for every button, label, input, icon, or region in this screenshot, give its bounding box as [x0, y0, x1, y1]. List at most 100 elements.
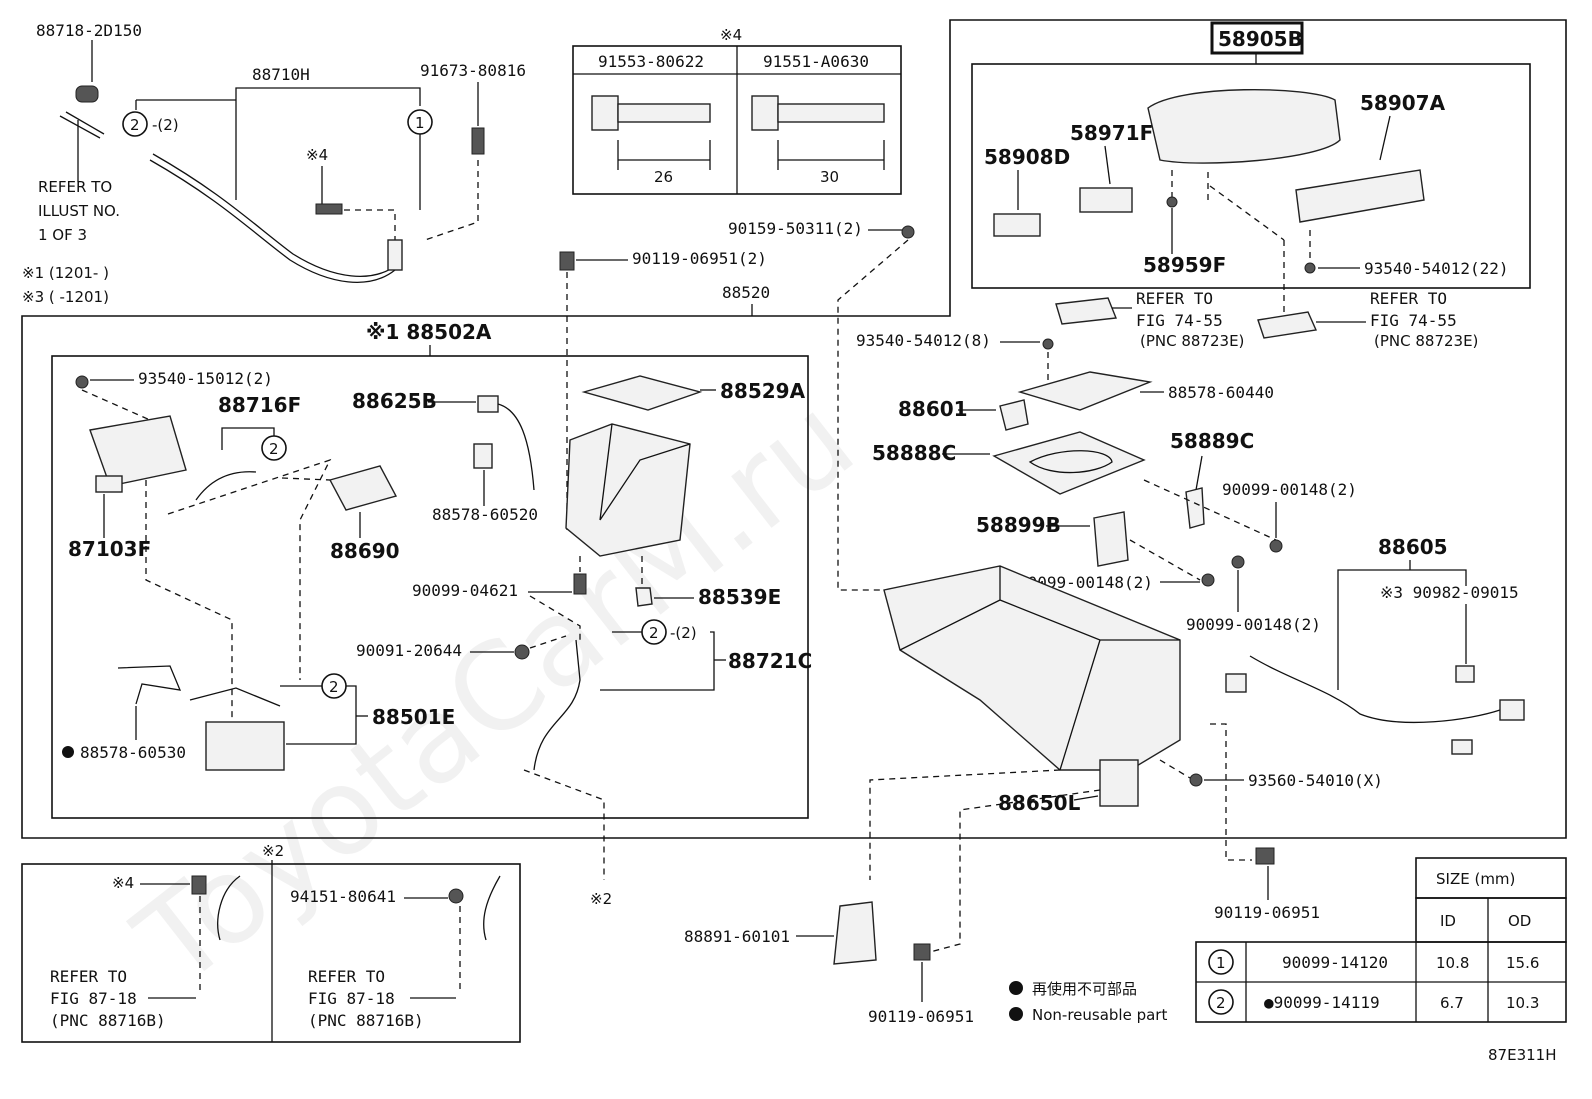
label-58908D: 58908D [984, 145, 1070, 169]
label-58899B: 58899B [976, 513, 1061, 537]
size-row1-id: 10.8 [1436, 954, 1469, 972]
label-58907A: 58907A [1360, 91, 1446, 115]
label-58888C: 58888C [872, 441, 956, 465]
harness-connector-2 [1499, 699, 1525, 721]
clip-88539E [635, 587, 653, 607]
screw-90099-00148-b [1201, 573, 1215, 587]
pad-right [1257, 311, 1318, 339]
size-table: SIZE (mm) ID OD 1 90099-14120 10.8 15.6 … [1195, 857, 1567, 1023]
label-88891-60101: 88891-60101 [684, 927, 790, 946]
ref1-line3: (PNC 88723E) [1140, 332, 1244, 350]
armrest-lid [1147, 88, 1341, 164]
screw-93560 [1189, 773, 1203, 787]
cushion-58959F [1166, 196, 1178, 208]
label-91673-80816: 91673-80816 [420, 61, 526, 80]
bolt-left-box [191, 875, 207, 895]
label-88501E: 88501E [372, 705, 455, 729]
callout-circle-2 [122, 111, 148, 137]
refer-left-1: REFER TO [50, 967, 127, 986]
88502A-group-box [51, 355, 809, 819]
screw-90099-04621 [573, 573, 587, 595]
cooler-box [565, 423, 691, 557]
bolt-2-head [751, 95, 779, 131]
bolt-small [315, 203, 343, 215]
ecu-connector [95, 475, 123, 493]
harness-connector-3 [1451, 739, 1473, 755]
legend-jp: 再使用不可部品 [1032, 980, 1137, 998]
armrest-group-box [971, 63, 1531, 289]
screw-90159 [901, 225, 915, 239]
label-90982-09015: ※3 90982-09015 [1380, 583, 1519, 602]
label-90159-50311: 90159-50311(2) [728, 219, 863, 238]
connector-bracket [387, 239, 403, 271]
screw-93540-15012 [75, 375, 89, 389]
label-88718-2D150: 88718-2D150 [36, 21, 142, 40]
non-reusable-dot-1 [62, 746, 74, 758]
bolt-2-part: 91551-A0630 [763, 52, 869, 71]
label-90119-06951-bottom: 90119-06951 [868, 1007, 974, 1026]
refer-text-3: 1 OF 3 [38, 226, 87, 244]
console-box-body [883, 565, 1181, 771]
connector-88578-60520 [473, 443, 493, 469]
bracket-88650L [1099, 759, 1139, 807]
fuse-88625B [477, 395, 499, 413]
refer-left-3: (PNC 88716B) [50, 1011, 166, 1030]
ref2-line1: REFER TO [1370, 289, 1447, 308]
note-4-a: ※4 [306, 146, 328, 164]
screw-90099-00148-a [1269, 539, 1283, 553]
label-88520: 88520 [722, 283, 770, 302]
lock-58971F [1079, 187, 1133, 213]
label-87103F: 87103F [68, 537, 151, 561]
ref2-line3: (PNC 88723E) [1374, 332, 1478, 350]
screw-90099-00148-c [1231, 555, 1245, 569]
bolt-90119-bottom [913, 943, 931, 961]
callout-2-d: 2 [329, 678, 339, 696]
label-90099-00148-c: 90099-00148(2) [1186, 615, 1321, 634]
armrest-hinge [1295, 169, 1425, 223]
refer-text-2: ILLUST NO. [38, 202, 120, 220]
hose-88721C [533, 639, 581, 771]
ref1-line1: REFER TO [1136, 289, 1213, 308]
label-90099-04621: 90099-04621 [412, 581, 518, 600]
size-row2-od: 10.3 [1506, 994, 1539, 1012]
bolt-2-length: 30 [820, 168, 839, 186]
mat-88529A [581, 375, 703, 411]
screw-93540-8 [1042, 338, 1054, 350]
label-58889C: 58889C [1170, 429, 1254, 453]
label-88625B: 88625B [352, 389, 437, 413]
size-row2-no: 2 [1216, 994, 1226, 1012]
note-2-top: ※2 [262, 842, 284, 860]
label-90119-06951-right: 90119-06951 [1214, 903, 1320, 922]
bottom-left-box [21, 863, 521, 1043]
label-88529A: 88529A [720, 379, 806, 403]
label-88716F: 88716F [218, 393, 301, 417]
bolt-1-shank [617, 103, 711, 123]
note-2-mid: ※2 [590, 890, 612, 908]
bolt-2-shank [777, 103, 885, 123]
size-row2-id: 6.7 [1440, 994, 1464, 1012]
label-93560-54010: 93560-54010(X) [1248, 771, 1383, 790]
refer-left-2: FIG 87-18 [50, 989, 137, 1008]
bolt-table-title: ※4 [720, 26, 742, 44]
striker-58908D [993, 213, 1041, 237]
callout-circle-2-c [261, 435, 287, 461]
refer-text-1: REFER TO [38, 178, 112, 196]
clamp-90982 [1455, 665, 1475, 683]
bolt-1-length: 26 [654, 168, 673, 186]
note-1-range: ※1 (1201- ) [22, 264, 109, 282]
watermark: ToyotaCarM.ru [111, 371, 879, 1014]
motor-88690 [328, 465, 398, 511]
callout-2-c: 2 [269, 440, 279, 458]
bolt-90119-right [1255, 847, 1275, 865]
diagram-code: 87E311H [1488, 1046, 1556, 1064]
size-row1-part: 90099-14120 [1282, 953, 1388, 972]
size-row1-od: 15.6 [1506, 954, 1539, 972]
heater-core-88501E [205, 721, 285, 771]
refer-right-1: REFER TO [308, 967, 385, 986]
ref2-line2: FIG 74-55 [1370, 311, 1457, 330]
ecu-87103F [89, 415, 187, 487]
refer-right-2: FIG 87-18 [308, 989, 395, 1008]
size-col-od: OD [1508, 912, 1531, 930]
bolt-1-head [591, 95, 619, 131]
